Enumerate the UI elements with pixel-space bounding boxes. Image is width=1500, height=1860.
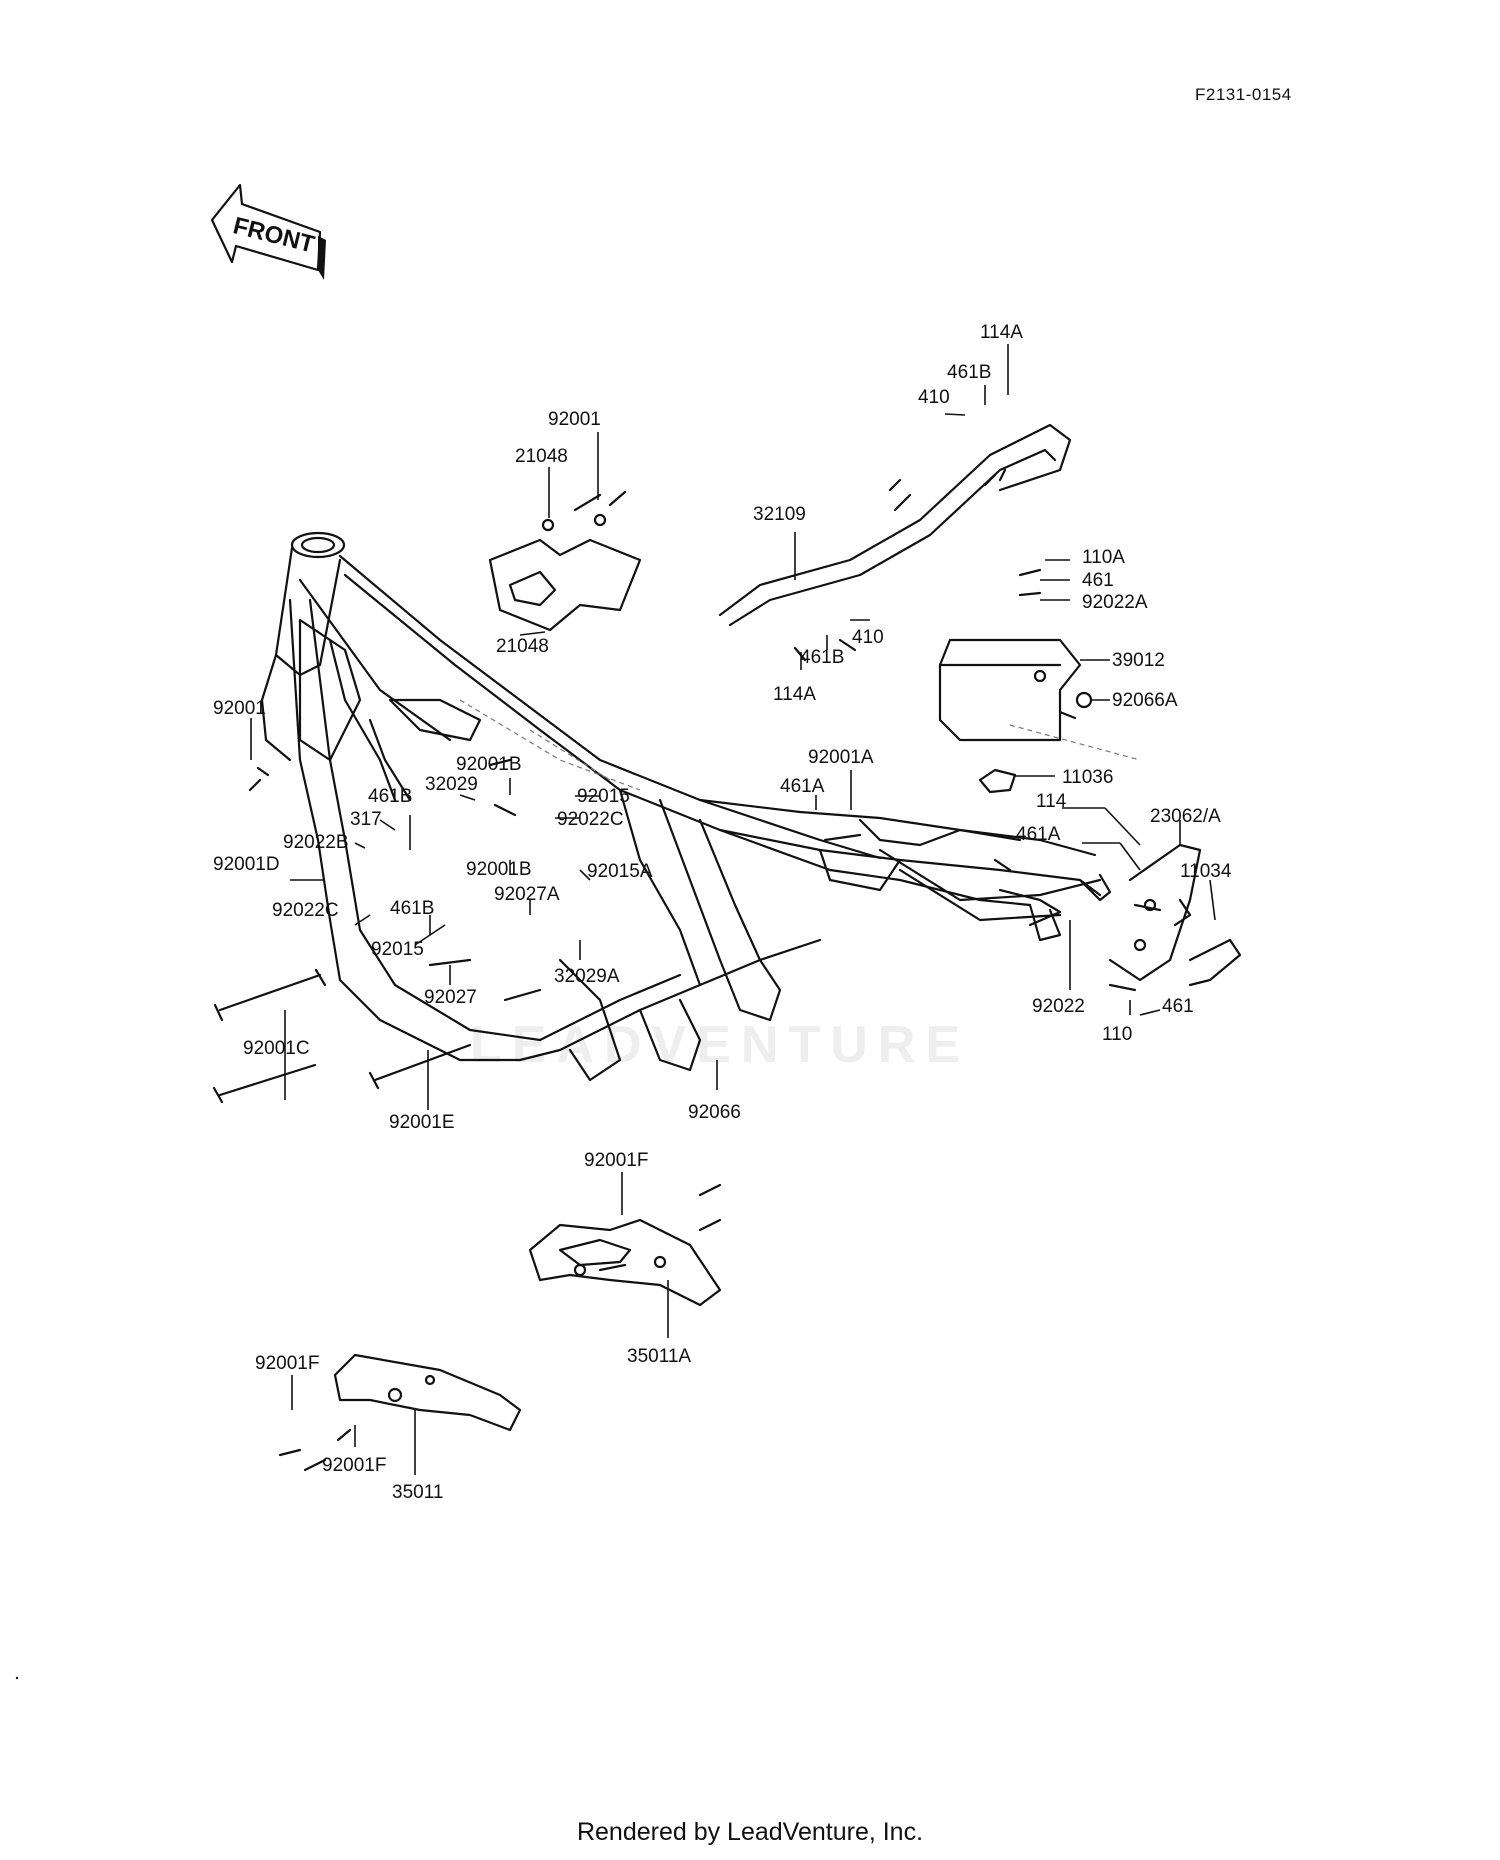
part-label: 92066 <box>688 1102 741 1123</box>
part-label: 114 <box>1036 791 1067 812</box>
part-label: 92027A <box>494 884 560 905</box>
part-label: 92015A <box>587 861 653 882</box>
bracket-21048-drawing <box>488 490 642 632</box>
engine-bracket-35011A-drawing <box>528 1218 722 1307</box>
front-arrow-label: FRONT <box>230 212 317 258</box>
front-arrow-icon: FRONT <box>210 183 326 280</box>
part-label: 92022 <box>1032 996 1085 1017</box>
part-label: 114A <box>773 684 816 705</box>
part-label: 461B <box>947 362 991 383</box>
part-label: 92001D <box>213 854 280 875</box>
part-labels: 92001 21048 21048 32109 114A 461B 410 41… <box>213 322 1232 1503</box>
part-label: 21048 <box>496 636 549 657</box>
rear-bracket-drawing <box>1108 843 1242 987</box>
part-label: 110A <box>1082 547 1125 568</box>
part-label: 92022C <box>557 809 624 830</box>
part-label: 39012 <box>1112 650 1165 671</box>
main-frame-drawing <box>260 531 1141 1082</box>
part-label: 461 <box>1082 570 1114 591</box>
part-label: 32029 <box>425 774 478 795</box>
part-label: 92022B <box>283 832 349 853</box>
part-label: 92001E <box>389 1112 455 1133</box>
part-label: 32109 <box>753 504 806 525</box>
part-label: 461 <box>1162 996 1194 1017</box>
part-label: 110 <box>1102 1024 1132 1045</box>
part-label: 92001F <box>255 1353 319 1374</box>
part-label: 92022C <box>272 900 339 921</box>
part-label: 11034 <box>1180 861 1232 882</box>
part-label: 461A <box>780 776 825 797</box>
part-label: 114A <box>980 322 1023 343</box>
part-label: 92001C <box>243 1038 310 1059</box>
part-label: 92001B <box>456 754 522 775</box>
grab-bar-32109-drawing <box>718 423 1072 627</box>
leader-lines <box>250 344 1216 1475</box>
part-label: 21048 <box>515 446 568 467</box>
part-label: 92027 <box>424 987 477 1008</box>
part-label: 92022A <box>1082 592 1148 613</box>
part-label: 317 <box>350 809 382 830</box>
part-label: 92015 <box>371 939 424 960</box>
part-label: 461B <box>390 898 434 919</box>
part-label: 92001F <box>322 1455 386 1476</box>
part-label: 461A <box>1016 824 1061 845</box>
battery-39012-drawing <box>938 638 1093 742</box>
part-label: 92001 <box>548 409 601 430</box>
part-label: 461B <box>368 786 412 807</box>
part-label: 410 <box>918 387 950 408</box>
part-label: 32029A <box>554 966 620 987</box>
part-label: 35011 <box>392 1482 443 1503</box>
part-label: 23062/A <box>1150 806 1221 827</box>
part-label: 92001A <box>808 747 874 768</box>
stray-mark <box>15 1676 19 1680</box>
footer-credit: Rendered by LeadVenture, Inc. <box>576 1818 924 1846</box>
part-label: 35011A <box>627 1346 691 1367</box>
drawing-reference-number: F2131-0154 <box>1195 85 1292 104</box>
part-label: 92001F <box>584 1150 648 1171</box>
part-label: 92001 <box>213 698 266 719</box>
part-label: 410 <box>852 627 884 648</box>
fasteners <box>212 568 1162 1472</box>
part-label: 92001B <box>466 859 532 880</box>
part-label: 92066A <box>1112 690 1178 711</box>
watermark-text: LEADVENTURE <box>470 1016 971 1074</box>
part-label: 92015 <box>577 786 630 807</box>
part-label: 11036 <box>1062 767 1113 788</box>
engine-bracket-35011-drawing <box>333 1353 522 1432</box>
clamp-11036-drawing <box>978 768 1017 794</box>
part-label: 461B <box>800 647 844 668</box>
